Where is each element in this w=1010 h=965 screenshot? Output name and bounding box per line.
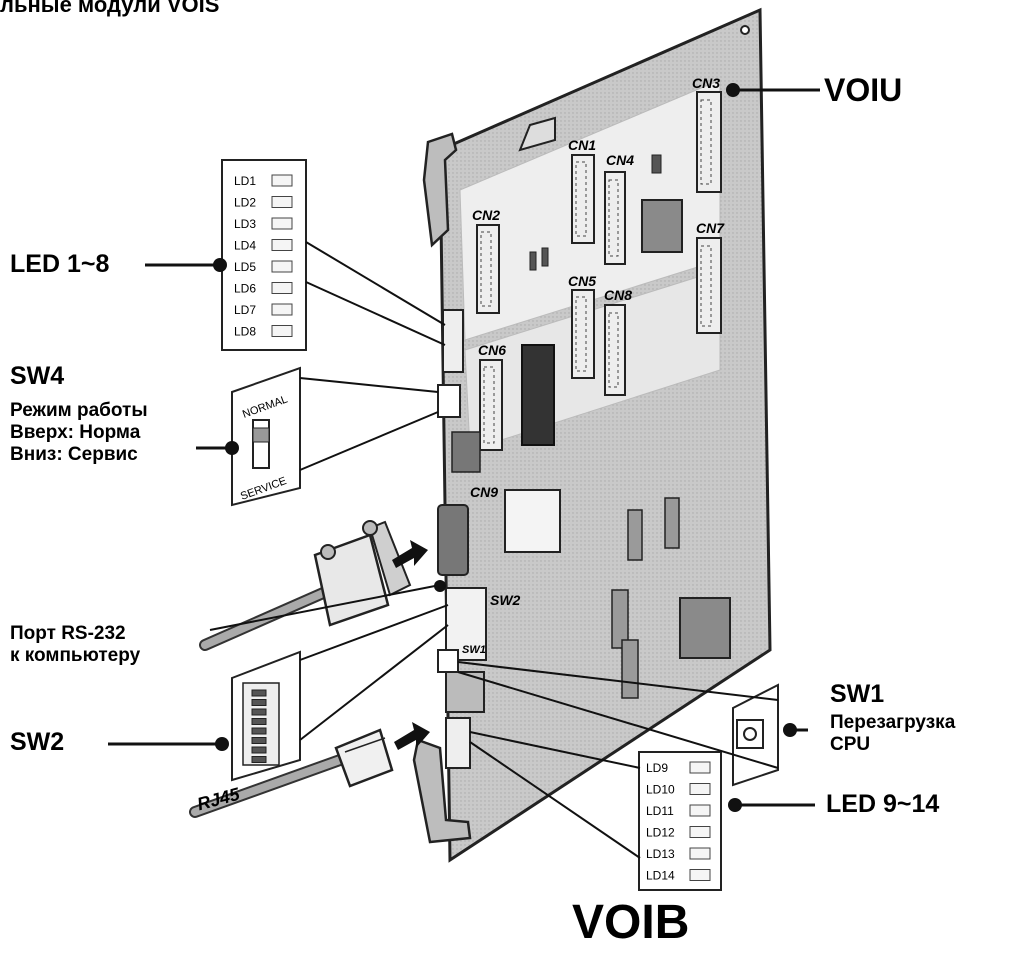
led-label: LD12 xyxy=(646,826,675,840)
ic-2 xyxy=(665,498,679,548)
ic-1 xyxy=(628,510,642,560)
led-indicator xyxy=(272,261,292,272)
led-indicator xyxy=(272,326,292,337)
sw4-callout: NORMAL SERVICE xyxy=(232,368,300,505)
led-label: LD5 xyxy=(234,260,256,274)
transformer xyxy=(505,490,560,552)
led-indicator xyxy=(272,283,292,294)
led-label: LD2 xyxy=(234,196,256,210)
led-indicator xyxy=(690,870,710,881)
sw4-line-2: Вверх: Норма xyxy=(10,422,148,444)
chip-small xyxy=(652,155,661,173)
sw4-line-3: Вниз: Сервис xyxy=(10,444,148,466)
cn2-label: CN2 xyxy=(472,207,500,223)
led-label: LD1 xyxy=(234,174,256,188)
led-indicator xyxy=(690,805,710,816)
led-1-8-label: LED 1~8 xyxy=(10,250,109,279)
cap-1 xyxy=(530,252,536,270)
header-fragment: льные модули VOIS xyxy=(0,0,219,16)
connector-cn4 xyxy=(605,172,625,264)
led-indicator xyxy=(690,848,710,859)
sw2-callout xyxy=(232,652,300,780)
rs232-cable xyxy=(205,521,410,645)
led-indicator xyxy=(690,762,710,773)
led-indicator xyxy=(690,827,710,838)
dip-switch-lever[interactable] xyxy=(252,690,266,696)
connector-cn3 xyxy=(697,92,721,192)
cn3-label: CN3 xyxy=(692,75,720,91)
led-strip-1 xyxy=(443,310,463,372)
led-indicator xyxy=(272,197,292,208)
led-indicator xyxy=(272,218,292,229)
connector-cn1 xyxy=(572,155,594,243)
connector-cn6 xyxy=(480,360,502,450)
socket-chip xyxy=(522,345,554,445)
cn9-port[interactable] xyxy=(438,505,468,575)
sw4-title: SW4 xyxy=(10,362,64,391)
cn8-label: CN8 xyxy=(604,287,632,303)
dip-switch-lever[interactable] xyxy=(252,700,266,706)
cn7-label: CN7 xyxy=(696,220,725,236)
connector-cn8 xyxy=(605,305,625,395)
sw2-board-label: SW2 xyxy=(490,592,521,608)
led-label: LD11 xyxy=(646,804,674,818)
connector-cn2 xyxy=(477,225,499,313)
pin-header xyxy=(452,432,480,472)
cn4-label: CN4 xyxy=(606,152,634,168)
led-label: LD7 xyxy=(234,303,256,317)
cn6-label: CN6 xyxy=(478,342,506,358)
cn9-label: CN9 xyxy=(470,484,498,500)
led-indicator xyxy=(690,784,710,795)
dip-switch-lever[interactable] xyxy=(252,709,266,715)
dip-switch-lever[interactable] xyxy=(252,747,266,753)
ic-5 xyxy=(680,598,730,658)
dip-switch-lever[interactable] xyxy=(252,728,266,734)
led-label: LD9 xyxy=(646,761,668,775)
led-label: LD3 xyxy=(234,217,256,231)
voib-title: VOIB xyxy=(572,895,689,950)
led-label: LD8 xyxy=(234,325,256,339)
sw1-title: SW1 xyxy=(830,680,884,709)
cn1-label: CN1 xyxy=(568,137,596,153)
sw1-description: Перезагрузка CPU xyxy=(830,712,955,756)
ic-4 xyxy=(622,640,638,698)
voiu-label: VOIU xyxy=(824,72,902,109)
chip-square xyxy=(642,200,682,252)
dip-switch-lever[interactable] xyxy=(252,757,266,763)
connector-cn7 xyxy=(697,238,721,333)
led-label: LD10 xyxy=(646,783,675,797)
led-indicator xyxy=(272,304,292,315)
led-label: LD4 xyxy=(234,239,256,253)
sw4-description: Режим работы Вверх: Норма Вниз: Сервис xyxy=(10,400,148,466)
rs232-line-1: Порт RS-232 xyxy=(10,623,140,645)
sw4-line-1: Режим работы xyxy=(10,400,148,422)
sw1-line-1: Перезагрузка xyxy=(830,712,955,734)
cap-2 xyxy=(542,248,548,266)
dip-switch-lever[interactable] xyxy=(252,719,266,725)
sw2-title: SW2 xyxy=(10,728,64,757)
led-label: LD13 xyxy=(646,847,675,861)
sw1-button[interactable] xyxy=(438,650,458,672)
sw4-switch[interactable] xyxy=(438,385,460,417)
rs232-description: Порт RS-232 к компьютеру xyxy=(10,623,140,667)
led-9-14-label: LED 9~14 xyxy=(826,790,939,819)
led-label: LD14 xyxy=(646,869,675,883)
sw1-line-2: CPU xyxy=(830,734,955,756)
sw1-board-label: SW1 xyxy=(462,644,486,656)
led-indicator xyxy=(272,175,292,186)
cn5-label: CN5 xyxy=(568,273,596,289)
connector-cn5 xyxy=(572,290,594,378)
led-label: LD6 xyxy=(234,282,256,296)
led-strip-2 xyxy=(446,718,470,768)
led-indicator xyxy=(272,240,292,251)
dip-switch-lever[interactable] xyxy=(252,738,266,744)
rs232-line-2: к компьютеру xyxy=(10,645,140,667)
